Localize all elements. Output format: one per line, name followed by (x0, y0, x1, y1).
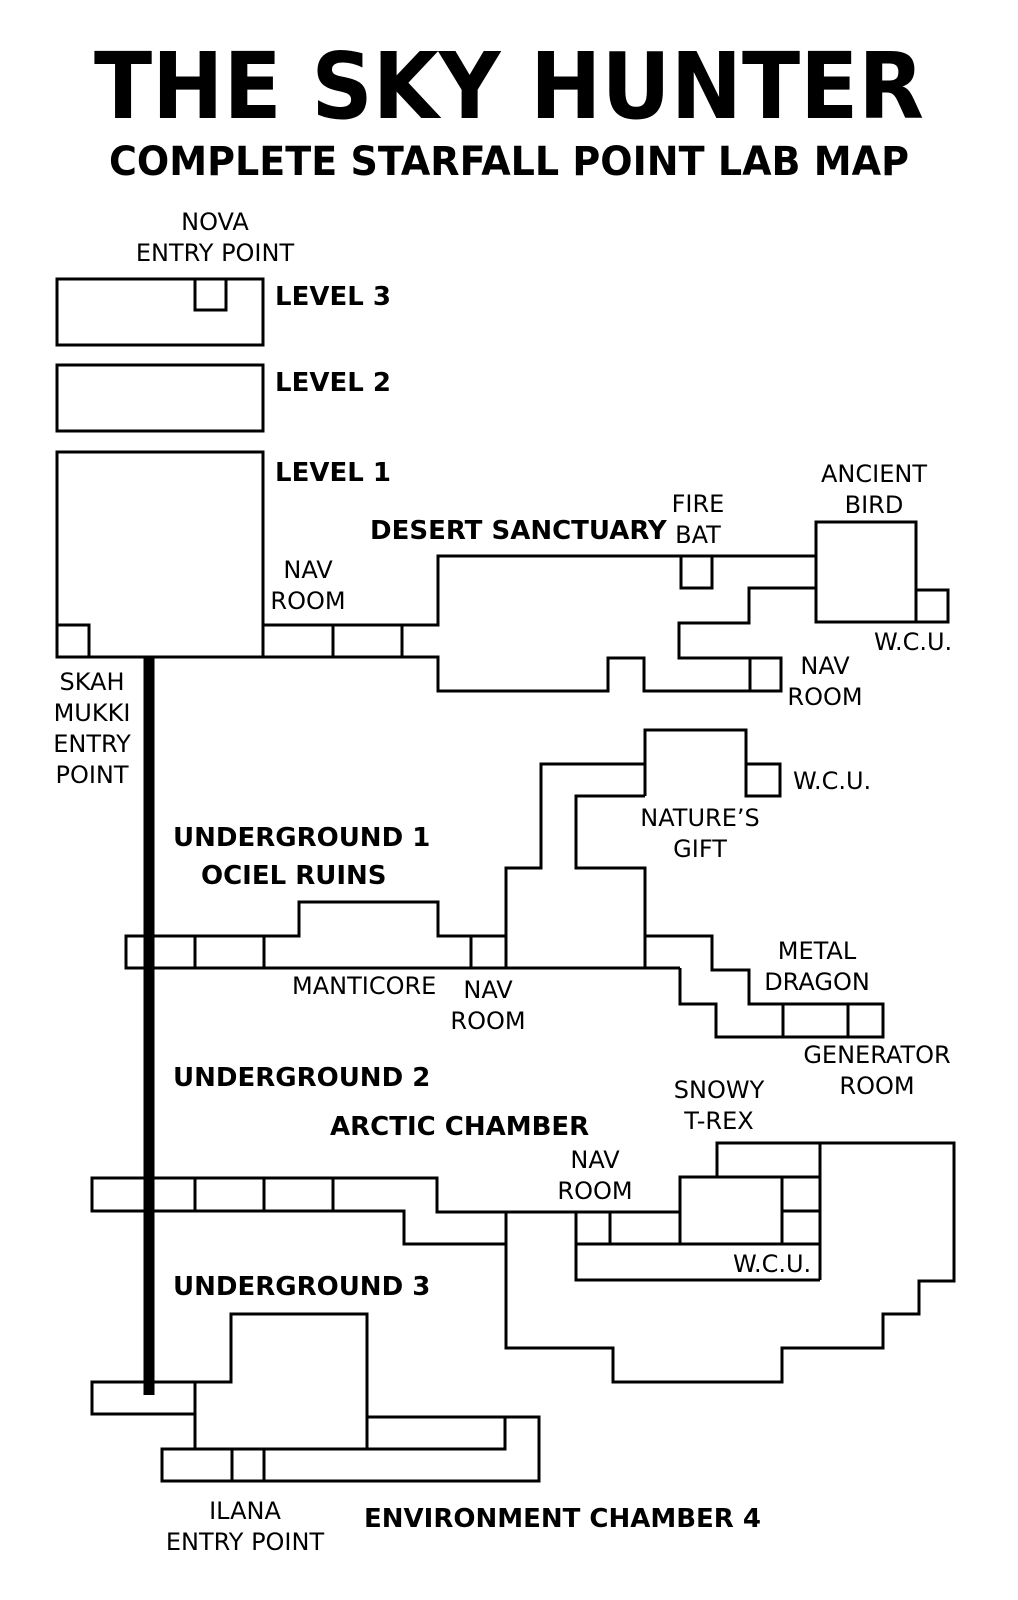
label-line: MUKKI (54, 699, 131, 727)
label-wcu-underground-1: W.C.U. (793, 767, 871, 795)
label-level-3: LEVEL 3 (275, 282, 391, 312)
label-line: DRAGON (764, 968, 870, 996)
label-line: ENTRY (53, 730, 131, 758)
label-line: ILANA (209, 1497, 281, 1525)
level-2-block (55, 363, 265, 433)
label-wcu-level-1: W.C.U. (874, 628, 952, 656)
label-line: ENTRY POINT (166, 1528, 325, 1556)
label-natures-gift: NATURE’S GIFT (640, 804, 759, 863)
label-line: FIRE (672, 490, 725, 518)
label-line: SNOWY (674, 1076, 765, 1104)
label-underground-2: UNDERGROUND 2 (173, 1063, 430, 1093)
label-underground-1: UNDERGROUND 1 (173, 823, 430, 853)
label-generator-room: GENERATOR ROOM (803, 1041, 950, 1100)
label-line: POINT (55, 761, 128, 789)
ociel-ruins-area (124, 728, 885, 1039)
map-title: THE SKY HUNTER (94, 33, 924, 140)
label-line: ANCIENT (821, 460, 927, 488)
label-nav-room-level-1b: NAV ROOM (787, 652, 862, 711)
label-snowy-trex: SNOWY T-REX (674, 1076, 765, 1135)
level-3-block (55, 277, 265, 347)
label-line: ENTRY POINT (136, 239, 295, 267)
label-metal-dragon: METAL DRAGON (764, 937, 870, 996)
arctic-chamber-area (90, 1141, 956, 1384)
label-line: NAV (570, 1146, 620, 1174)
label-level-2: LEVEL 2 (275, 368, 391, 398)
label-environment-chamber-4: ENVIRONMENT CHAMBER 4 (364, 1504, 761, 1534)
label-wcu-underground-2: W.C.U. (733, 1250, 811, 1278)
label-line: NAV (283, 556, 333, 584)
label-fire-bat: FIRE BAT (672, 490, 725, 549)
label-ociel-ruins: OCIEL RUINS (201, 861, 387, 891)
level-1-block (55, 450, 265, 659)
label-line: ROOM (450, 1007, 525, 1035)
label-ilana-entry-point: ILANA ENTRY POINT (166, 1497, 325, 1556)
label-arctic-chamber: ARCTIC CHAMBER (330, 1112, 589, 1142)
label-nova-entry-point: NOVA ENTRY POINT (136, 208, 295, 267)
environment-chamber-area (90, 1312, 541, 1483)
label-nav-room-level-1a: NAV ROOM (270, 556, 345, 615)
label-nav-room-underground-2: NAV ROOM (557, 1146, 632, 1205)
label-desert-sanctuary: DESERT SANCTUARY (370, 516, 668, 546)
label-line: NOVA (181, 208, 249, 236)
label-level-1: LEVEL 1 (275, 458, 391, 488)
label-manticore: MANTICORE (292, 972, 436, 1000)
label-line: T-REX (683, 1107, 753, 1135)
label-line: BAT (675, 521, 721, 549)
label-line: NAV (463, 976, 513, 1004)
label-nav-room-underground-1: NAV ROOM (450, 976, 525, 1035)
label-line: ROOM (557, 1177, 632, 1205)
label-line: METAL (778, 937, 857, 965)
label-line: BIRD (845, 491, 904, 519)
label-line: GENERATOR (803, 1041, 950, 1069)
label-line: NATURE’S (640, 804, 759, 832)
label-ancient-bird: ANCIENT BIRD (821, 460, 927, 519)
label-line: NAV (800, 652, 850, 680)
label-skah-mukki-entry-point: SKAH MUKKI ENTRY POINT (53, 668, 131, 789)
map-subtitle: COMPLETE STARFALL POINT LAB MAP (109, 139, 909, 185)
desert-sanctuary-area (263, 520, 950, 693)
label-underground-3: UNDERGROUND 3 (173, 1272, 430, 1302)
label-line: ROOM (787, 683, 862, 711)
label-line: GIFT (673, 835, 727, 863)
label-line: SKAH (59, 668, 124, 696)
label-line: ROOM (839, 1072, 914, 1100)
label-line: ROOM (270, 587, 345, 615)
